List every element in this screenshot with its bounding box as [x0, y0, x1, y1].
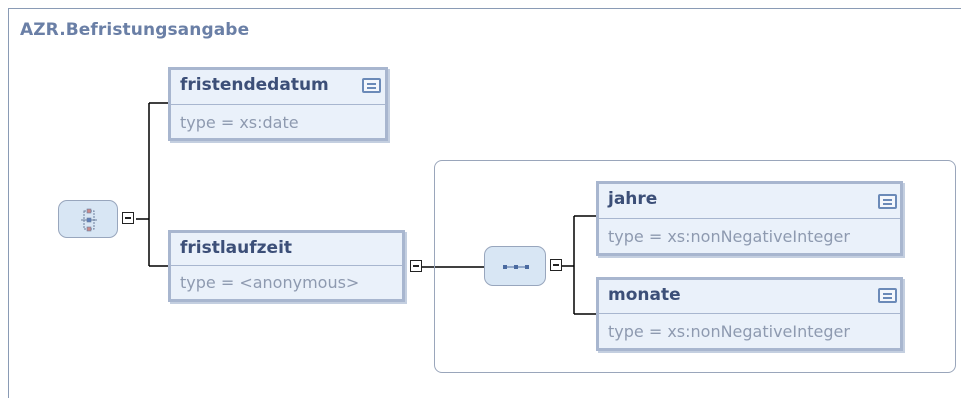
choice-compositor[interactable]: [58, 200, 118, 238]
collapse-choice-button[interactable]: [122, 212, 134, 224]
element-monate[interactable]: monate type = xs:nonNegativeInteger: [596, 277, 903, 351]
element-name-fristlaufzeit: fristlaufzeit: [180, 238, 293, 258]
documentation-icon[interactable]: [878, 288, 897, 303]
sequence-compositor[interactable]: [484, 246, 546, 286]
element-divider: [171, 104, 385, 105]
collapse-sequence-button[interactable]: [550, 259, 562, 271]
element-jahre[interactable]: jahre type = xs:nonNegativeInteger: [596, 181, 903, 256]
documentation-icon[interactable]: [878, 194, 897, 209]
element-type-fristendedatum: type = xs:date: [180, 113, 299, 132]
element-divider: [171, 265, 402, 266]
diagram-title: AZR.Befristungsangabe: [20, 20, 250, 40]
choice-icon: [81, 208, 97, 232]
collapse-fristlaufzeit-button[interactable]: [410, 260, 422, 272]
element-name-monate: monate: [608, 285, 681, 305]
element-fristendedatum[interactable]: fristendedatum type = xs:date: [168, 67, 388, 141]
element-name-jahre: jahre: [608, 189, 658, 209]
connector-lines: [136, 102, 596, 315]
element-type-monate: type = xs:nonNegativeInteger: [608, 322, 850, 341]
element-name-fristendedatum: fristendedatum: [180, 75, 329, 95]
complex-type-group: [434, 160, 956, 373]
sequence-icon: [503, 265, 529, 269]
element-divider: [599, 218, 900, 219]
element-type-jahre: type = xs:nonNegativeInteger: [608, 227, 850, 246]
diagram-frame: [8, 8, 961, 398]
element-divider: [599, 313, 900, 314]
element-fristlaufzeit[interactable]: fristlaufzeit type = <anonymous>: [168, 230, 405, 302]
element-type-fristlaufzeit: type = <anonymous>: [180, 273, 360, 292]
documentation-icon[interactable]: [362, 78, 381, 93]
